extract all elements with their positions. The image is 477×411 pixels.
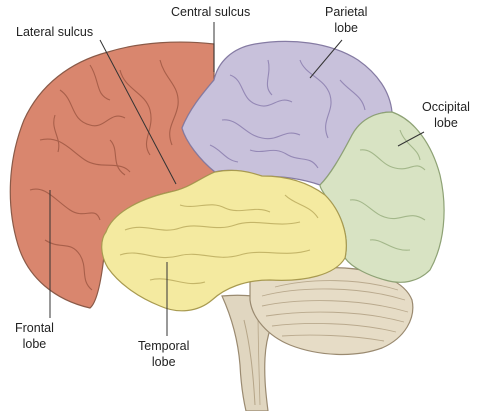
label-lines xyxy=(49,22,425,336)
lateral-sulcus-label: Lateral sulcus xyxy=(16,25,94,39)
lateral-sulcus-line xyxy=(99,39,177,185)
occipital-lobe xyxy=(319,111,445,283)
central-sulcus-label: Central sulcus xyxy=(171,5,251,19)
parietal-lobe-line xyxy=(309,39,343,79)
occipital-lobe-line xyxy=(397,131,425,147)
temporal-lobe xyxy=(101,169,347,312)
